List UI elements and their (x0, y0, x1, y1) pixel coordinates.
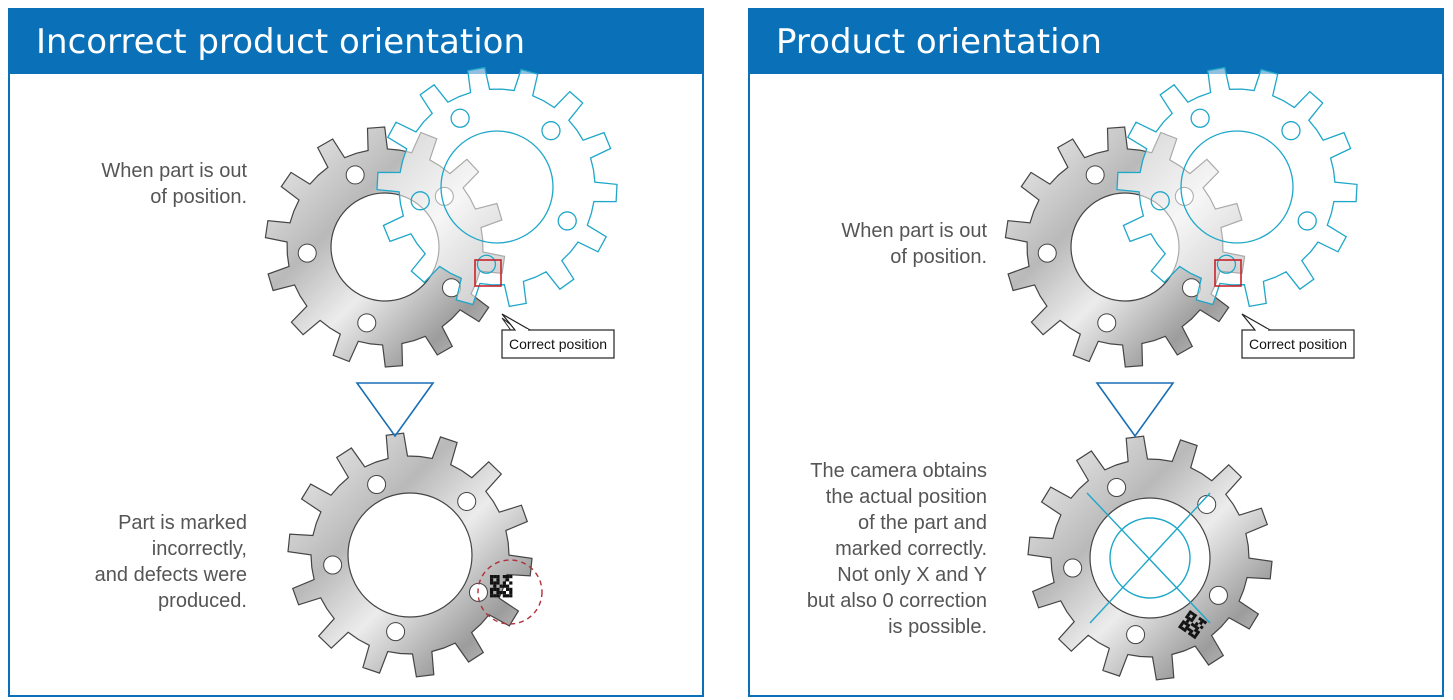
caption-line: incorrectly, (151, 538, 247, 560)
down-arrow-icon (355, 382, 435, 438)
alignment-circle (1109, 517, 1191, 599)
mark-target-box (1214, 259, 1242, 287)
caption-line: and defects were (94, 564, 247, 586)
qr-code-icon (1177, 610, 1208, 640)
caption-line: produced. (158, 590, 247, 612)
caption-line: Part is marked (118, 512, 247, 534)
correct-position-callout: Correct position (501, 313, 615, 359)
correct-position-callout: Correct position (1241, 313, 1355, 359)
correct-position-gear (1116, 66, 1358, 308)
panel-correct: Product orientation When part is out of … (748, 8, 1444, 697)
mark-target-box (474, 259, 502, 287)
panel-title: Product orientation (750, 10, 1442, 74)
caption-line: of the part and (858, 512, 987, 534)
caption-line: is possible. (888, 616, 987, 638)
caption-out-of-position: When part is out of position. (101, 158, 247, 210)
caption-line: but also 0 correction (806, 590, 987, 612)
panel-incorrect: Incorrect product orientation When part … (8, 8, 704, 697)
defect-ring (477, 559, 543, 625)
caption-line: marked correctly. (835, 538, 987, 560)
caption-line: The camera obtains (810, 460, 987, 482)
caption-out-of-position: When part is out of position. (841, 218, 987, 270)
illustration-correct: Correct position (1004, 66, 1358, 681)
callout-label: Correct position (509, 336, 607, 352)
caption-line: When part is out (841, 220, 987, 242)
marked-part-gear (287, 432, 533, 678)
caption-line: the actual position (825, 486, 987, 508)
illustration-incorrect: Correct position (264, 66, 618, 678)
callout-label: Correct position (1249, 336, 1347, 352)
qr-code-icon (490, 575, 513, 598)
caption-line: When part is out (101, 160, 247, 182)
alignment-line (1086, 492, 1211, 624)
panel-title: Incorrect product orientation (10, 10, 702, 74)
down-arrow-icon (1095, 382, 1175, 438)
caption-line: of position. (890, 246, 987, 268)
caption-line: of position. (150, 186, 247, 208)
correct-position-gear (376, 66, 618, 308)
caption-marked-incorrectly: Part is marked incorrectly, and defects … (95, 510, 247, 614)
alignment-line (1089, 492, 1211, 624)
caption-camera-correction: The camera obtains the actual position o… (807, 458, 987, 640)
caption-line: Not only X and Y (837, 564, 987, 586)
